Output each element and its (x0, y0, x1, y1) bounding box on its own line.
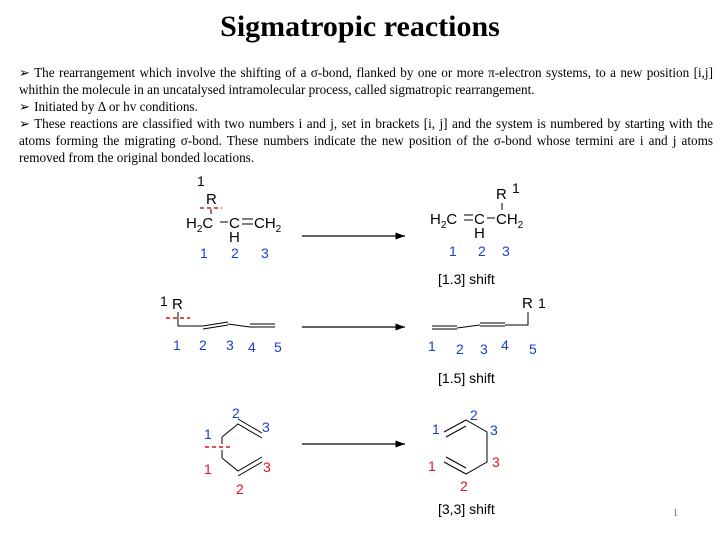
r13-right-C2: C (474, 211, 485, 228)
r15-left-num-2: 2 (199, 337, 207, 353)
r15-right-chain-2 (505, 312, 529, 326)
r15-left-db1-a (202, 321, 229, 327)
bullet-1: ➢The rearrangement which involve the shi… (19, 64, 713, 98)
r13-right-CH2: CH2 (496, 211, 524, 231)
r15-left-num-3: 3 (226, 337, 234, 353)
r15-left-top-num: 1 (160, 293, 168, 309)
r13-right-num-2: 2 (478, 243, 486, 259)
r15-left-num-5: 5 (274, 339, 282, 355)
r33-product: 1 2 3 1 2 3 (428, 407, 500, 494)
r33-reactant: 1 2 3 1 2 3 (204, 405, 271, 497)
r33-left-red-1: 1 (204, 461, 212, 477)
bullet-arrow-icon: ➢ (19, 99, 31, 114)
slide-title: Sigmatropic reactions (220, 10, 500, 43)
r13-reactant: 1 R H2C C CH2 H 1 2 3 (186, 173, 282, 261)
r15-product: R 1 1 2 3 4 5 (428, 295, 546, 357)
r33-left-bottom-db (237, 461, 263, 477)
r33-right-blue-3: 3 (490, 422, 498, 438)
page-number: 1 (673, 508, 678, 519)
bullet-3: ➢These reactions are classified with two… (19, 115, 713, 166)
r33-left-blue-2: 2 (232, 405, 240, 421)
r13-right-H2C: H2C (430, 211, 457, 231)
r15-left-R: R (172, 296, 183, 313)
r13-left-H2C: H2C (186, 215, 213, 235)
r13-left-num-1: 1 (200, 245, 208, 261)
r15-left-num-1: 1 (173, 337, 181, 353)
r13-right-R: R (496, 186, 507, 203)
r13-right-H: H (474, 225, 485, 242)
bullet-1-text: The rearrangement which involve the shif… (19, 65, 713, 97)
r15-right-top-num: 1 (538, 295, 546, 311)
r13-left-num-2: 2 (231, 245, 239, 261)
r13-right-num-1: 1 (449, 243, 457, 259)
r15-left-chain-2 (227, 323, 251, 328)
r15-left-db1-b (202, 324, 229, 330)
r15-right-num-1: 1 (428, 338, 436, 354)
r15-left-num-4: 4 (248, 339, 256, 355)
r33-caption: [3,3] shift (438, 501, 495, 517)
r13-right-num-3: 3 (502, 243, 510, 259)
r15-right-chain-1 (456, 324, 481, 329)
r13-left-top-num: 1 (197, 173, 205, 189)
bullet-arrow-icon: ➢ (19, 65, 31, 80)
r33-right-red-2: 2 (460, 478, 468, 494)
r13-left-C2: C (229, 215, 240, 232)
bullet-2-text: Initiated by Δ or hv conditions. (34, 99, 198, 114)
r13-caption: [1.3] shift (438, 271, 495, 287)
r33-left-blue-3: 3 (262, 419, 270, 435)
r33-right-blue-2: 2 (470, 407, 478, 423)
r33-left-red-2: 2 (236, 481, 244, 497)
bullet-2: ➢Initiated by Δ or hv conditions. (19, 98, 713, 115)
r33-left-top-chain (221, 423, 263, 439)
r15-reactant: 1 R 1 2 3 4 5 (160, 293, 282, 355)
r33-left-bottom-chain (221, 456, 263, 472)
r33-left-blue-1: 1 (204, 426, 212, 442)
r33-left-red-3: 3 (263, 459, 271, 475)
r15-caption: [1.5] shift (438, 370, 495, 386)
r15-right-num-3: 3 (480, 341, 488, 357)
slide-body: ➢The rearrangement which involve the shi… (19, 64, 713, 166)
r33-right-red-1: 1 (428, 458, 436, 474)
r33-right-bottom-db (445, 456, 467, 469)
r13-left-CH2: CH2 (254, 215, 282, 235)
r15-right-num-4: 4 (501, 337, 509, 353)
r13-right-top-num: 1 (512, 180, 520, 196)
r15-right-R: R (522, 295, 533, 312)
r33-right-red-3: 3 (492, 454, 500, 470)
r13-left-H: H (229, 229, 240, 246)
r33-right-top-db (445, 425, 467, 438)
bullet-arrow-icon: ➢ (19, 116, 31, 131)
r15-right-num-5: 5 (529, 341, 537, 357)
r33-right-blue-1: 1 (432, 421, 440, 437)
r33-left-top-db (237, 418, 263, 434)
bullet-3-text: These reactions are classified with two … (19, 116, 713, 165)
r13-left-R: R (206, 191, 217, 208)
r13-product: R 1 H2C C CH2 H 1 2 3 (430, 180, 524, 259)
r13-left-num-3: 3 (261, 245, 269, 261)
r33-right-chain (443, 419, 488, 475)
r15-right-num-2: 2 (456, 341, 464, 357)
r15-left-chain-1 (177, 312, 203, 327)
